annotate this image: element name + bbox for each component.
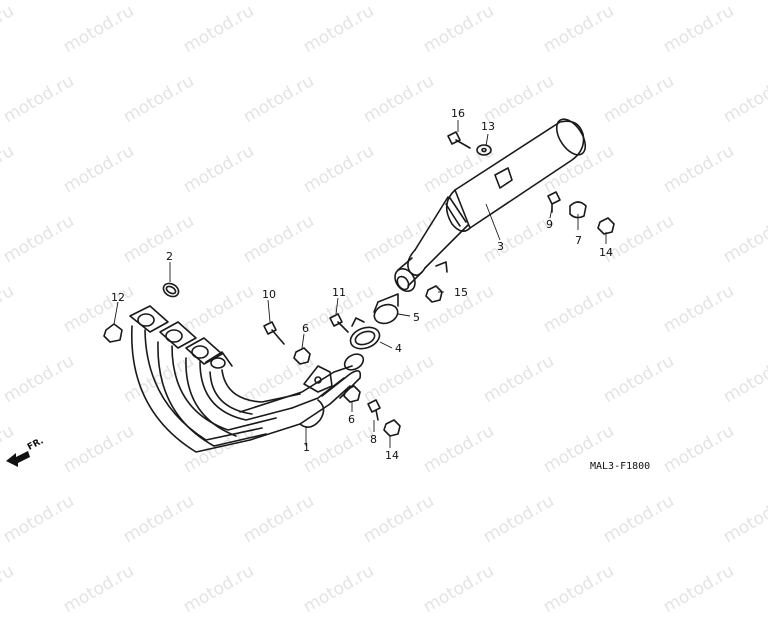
- callout-14-upper: 14: [599, 246, 613, 259]
- bolt-16-part: [447, 131, 471, 149]
- nut-15-part: [425, 285, 443, 303]
- nut-12-part: [103, 323, 123, 343]
- callout-14-lower: 14: [385, 449, 399, 462]
- callout-9: 9: [546, 218, 553, 231]
- callout-15: 15: [454, 286, 468, 299]
- muffler-part: [394, 118, 587, 292]
- bolt-8-part: [367, 399, 381, 421]
- clamp-part: [349, 317, 381, 350]
- diagram-code: MAL3-F1800: [590, 461, 651, 472]
- nut-6b-part: [343, 385, 361, 403]
- nut-14b-part: [383, 419, 401, 437]
- leader-lines: [113, 120, 607, 448]
- callout-12: 12: [111, 291, 125, 304]
- callout-3: 3: [497, 240, 504, 253]
- callout-11: 11: [332, 286, 346, 299]
- callout-10: 10: [262, 288, 276, 301]
- collar-7-part: [569, 201, 587, 219]
- callout-13: 13: [481, 120, 495, 133]
- callout-16: 16: [451, 107, 465, 120]
- nut-6a-part: [293, 347, 311, 365]
- exhaust-drawing: [103, 118, 615, 453]
- gasket-part: [162, 282, 180, 298]
- callout-6-lower: 6: [348, 413, 355, 426]
- bolt-10-part: [263, 321, 285, 345]
- washer-13-part: [476, 144, 492, 156]
- header-pipes-part: [129, 305, 365, 453]
- bolt-11-part: [329, 313, 349, 333]
- callout-4: 4: [395, 342, 402, 355]
- callout-1: 1: [303, 441, 310, 454]
- callout-7: 7: [575, 234, 582, 247]
- front-direction-arrow-icon: [6, 451, 30, 467]
- callout-8: 8: [370, 433, 377, 446]
- callout-6-upper: 6: [302, 322, 309, 335]
- gasket-5-part: [373, 293, 399, 325]
- callout-2: 2: [166, 250, 173, 263]
- bolt-9-part: [547, 191, 561, 213]
- nut-14a-part: [597, 217, 615, 235]
- callout-5: 5: [413, 311, 420, 324]
